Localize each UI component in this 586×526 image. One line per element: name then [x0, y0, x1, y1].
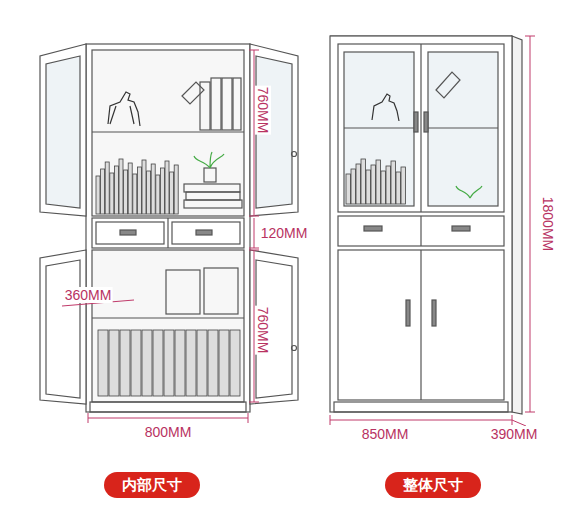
dimension-label: 800MM [144, 424, 193, 440]
title-badge: 整体尺寸 [385, 472, 481, 498]
dimension-label: 850MM [361, 426, 410, 442]
title-badge: 内部尺寸 [104, 472, 200, 498]
dimension-label: 760MM [255, 306, 271, 355]
badge-text: 整体尺寸 [403, 476, 463, 494]
dimension-label: 390MM [490, 426, 539, 442]
badge-text: 内部尺寸 [122, 476, 182, 494]
dimension-label: 360MM [64, 287, 113, 303]
dimension-label: 1800MM [540, 196, 556, 252]
dimension-label: 120MM [260, 225, 309, 241]
dimension-label: 760MM [255, 86, 271, 135]
